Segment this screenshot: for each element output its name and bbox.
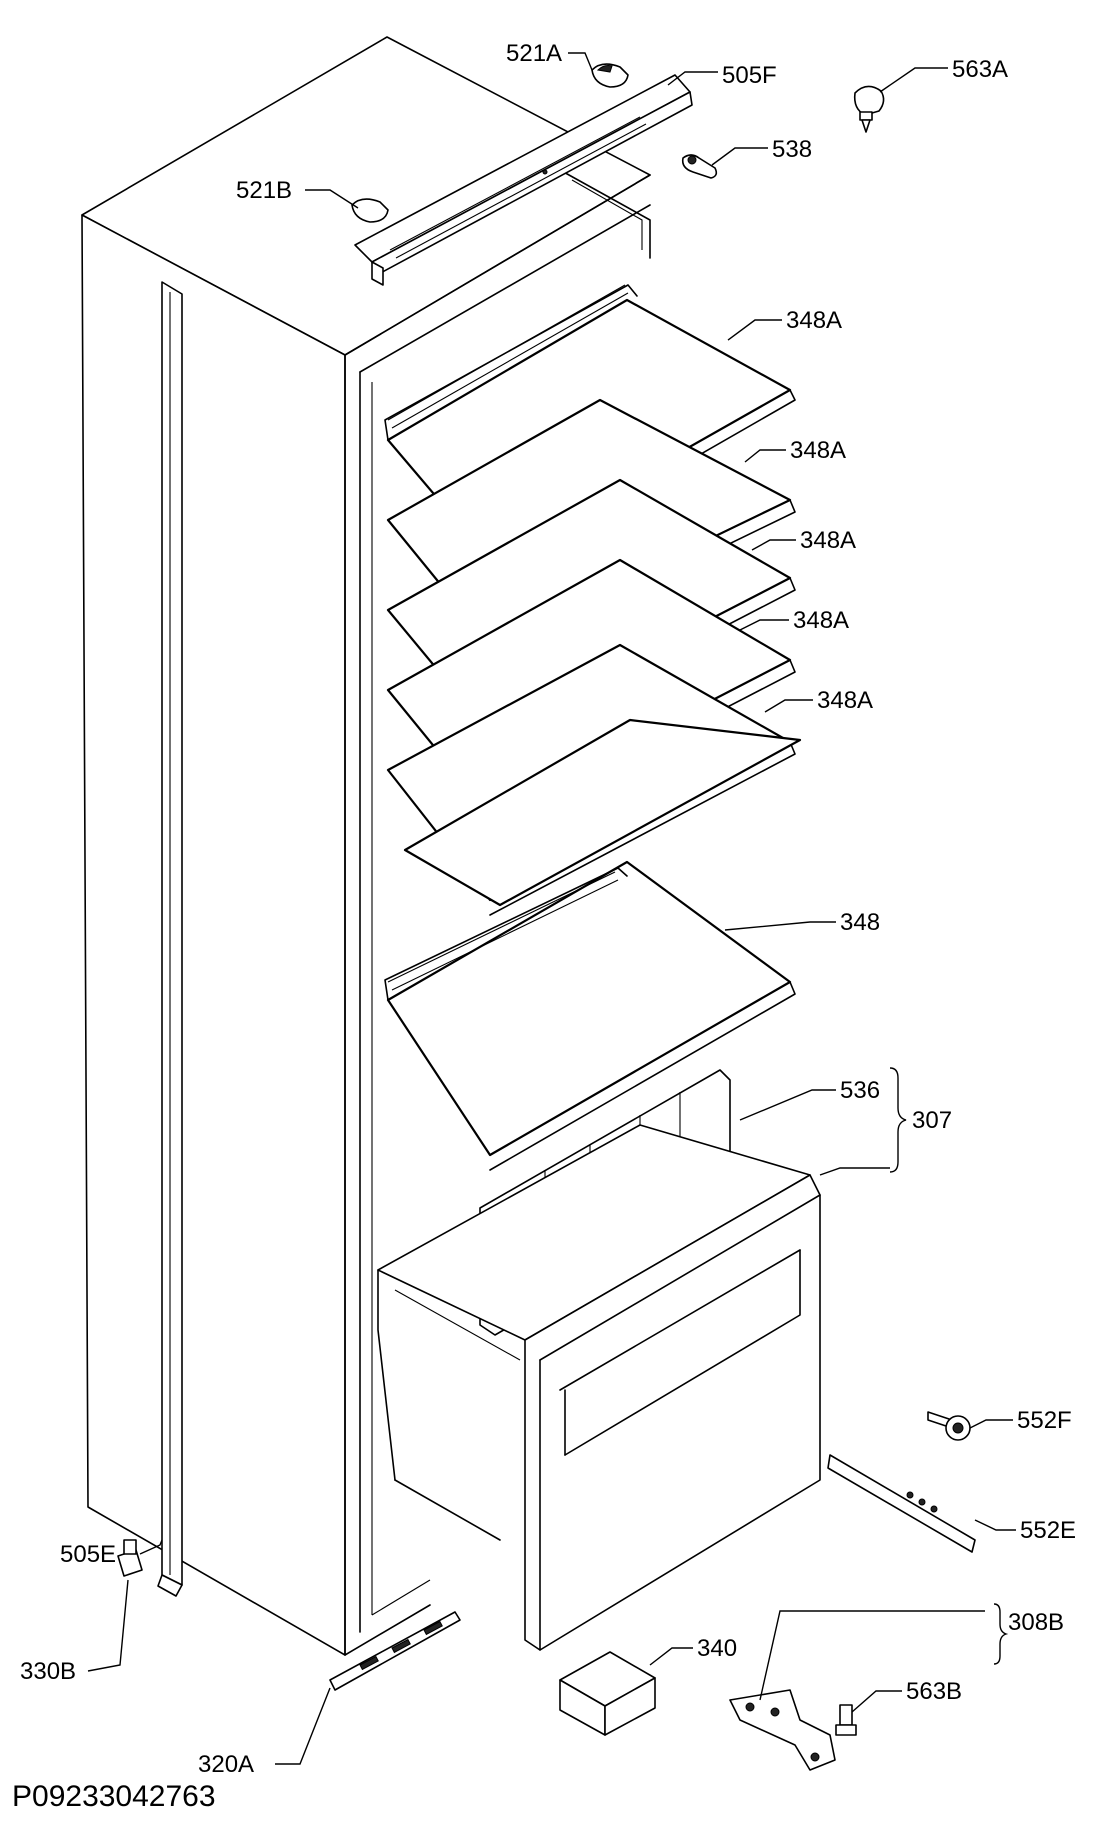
part-563A (853, 85, 885, 133)
label-552F: 552F (1017, 1407, 1072, 1434)
label-505F: 505F (722, 62, 777, 89)
drawing-code: P09233042763 (12, 1780, 216, 1813)
part-552F (927, 1411, 971, 1441)
label-521A: 521A (506, 40, 562, 67)
label-348A-1: 348A (786, 307, 842, 334)
label-320A: 320A (198, 1751, 254, 1778)
rail-320A (329, 1611, 461, 1691)
leader-lines (87, 52, 1016, 1765)
label-348: 348 (840, 909, 880, 936)
label-307: 307 (912, 1107, 952, 1134)
shelf-348A-6 (403, 718, 802, 907)
label-552E: 552E (1020, 1517, 1076, 1544)
label-348A-2: 348A (790, 437, 846, 464)
label-563A: 563A (952, 56, 1008, 83)
label-348A-5: 348A (817, 687, 873, 714)
label-340: 340 (697, 1635, 737, 1662)
cap-521A (591, 63, 629, 88)
cap-521B (351, 198, 389, 223)
foot-330B (117, 1539, 143, 1577)
box-340 (559, 1651, 656, 1736)
part-538 (681, 154, 718, 179)
cabinet (81, 36, 651, 1656)
rail-552E (827, 1454, 976, 1553)
hinge-308B (729, 1689, 836, 1771)
label-521B: 521B (236, 177, 292, 204)
label-308B: 308B (1008, 1609, 1064, 1636)
label-348A-3: 348A (800, 527, 856, 554)
part-labels: 521A 505F 563A 538 521B 348A 348A 348A 3… (20, 40, 1076, 1778)
label-538: 538 (772, 136, 812, 163)
label-536: 536 (840, 1077, 880, 1104)
label-563B: 563B (906, 1678, 962, 1705)
top-hinge-rail-505F (354, 74, 693, 286)
label-330B: 330B (20, 1658, 76, 1685)
label-348A-4: 348A (793, 607, 849, 634)
screw-563B (835, 1704, 857, 1736)
drawer-307 (377, 1069, 821, 1651)
label-505E: 505E (60, 1541, 116, 1568)
shelf-348 (384, 860, 796, 1171)
